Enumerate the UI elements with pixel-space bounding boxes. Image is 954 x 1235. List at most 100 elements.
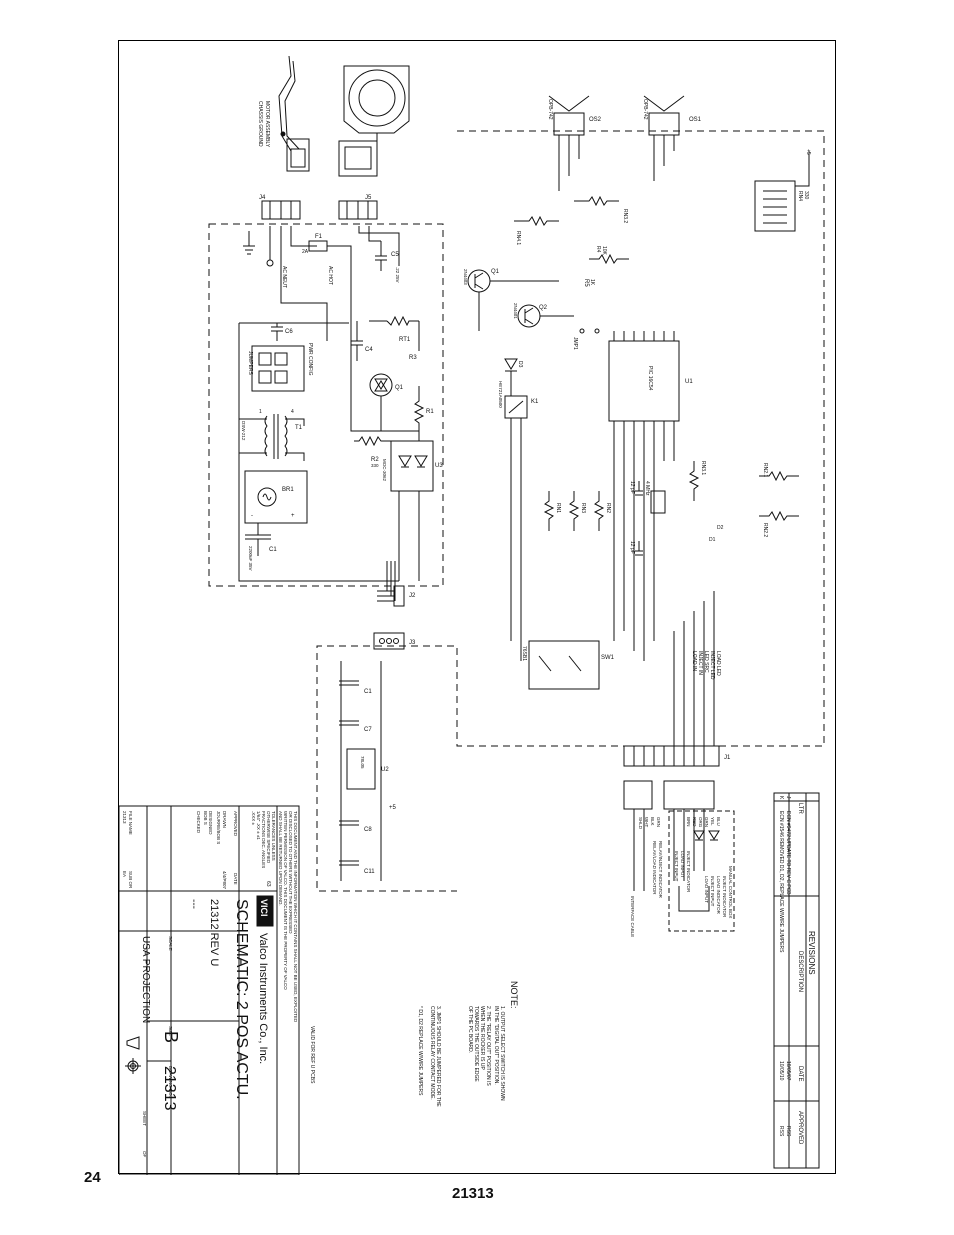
svg-text:21312 REV U: 21312 REV U (208, 899, 220, 966)
svg-text:JUMPERS: JUMPERS (247, 351, 253, 376)
resistors-r1-r2: R1 R2 330 (354, 386, 434, 468)
svg-text:SIZE: SIZE (168, 1026, 173, 1036)
svg-text:WHEN THE ROCKER IS UP: WHEN THE ROCKER IS UP (479, 1006, 485, 1070)
lower-resistors: RN4.1 RN3.2 R4 10K (514, 195, 629, 265)
svg-text:OS2: OS2 (589, 117, 602, 123)
svg-text:1. OUTPUT SELECT SWITCH IS SH: 1. OUTPUT SELECT SWITCH IS SHOWN (499, 1006, 505, 1101)
motor-assembly: MOTOR ASSEMBLY CHASSIS GROUND (257, 55, 310, 172)
svg-text:CHASSIS GROUND: CHASSIS GROUND (257, 101, 263, 147)
svg-text:* D1, D2 REPLACE W/WIRE JUMP: * D1, D2 REPLACE W/WIRE JUMPERS (417, 1006, 423, 1096)
connector-j4: J4 (259, 195, 301, 220)
power-config-jumpers: PWR CONFIG JUMPERS (247, 343, 313, 392)
svg-text:AND SHALL BE RETURNED UPON DEM: AND SHALL BE RETURNED UPON DEMAND. (278, 811, 283, 906)
svg-text:U3: U3 (435, 463, 443, 469)
svg-text:BR1: BR1 (282, 487, 294, 493)
svg-text:LOAD LED: LOAD LED (715, 651, 721, 676)
svg-text:MANUAL CONTROL BOX: MANUAL CONTROL BOX (728, 866, 733, 918)
svg-text:4 MHz: 4 MHz (644, 481, 650, 496)
svg-text:K1: K1 (531, 399, 539, 405)
resistor-networks: RN1 RN3 RN2 RN3.1 RN2.1 RN2.2 D1 D2 (543, 461, 799, 543)
svg-text:GRN: GRN (704, 817, 709, 827)
svg-text:RELAY/INJECT INDICATOR: RELAY/INJECT INDICATOR (658, 841, 663, 899)
svg-text:J4: J4 (259, 195, 266, 201)
svg-text:SHLD: SHLD (638, 817, 643, 830)
svg-text:1: 1 (259, 409, 262, 415)
svg-text:2. THE "RELAY OUT" POSITION I: 2. THE "RELAY OUT" POSITION IS (485, 1006, 491, 1086)
svg-text:J1: J1 (724, 755, 731, 761)
svg-text:VALID FOR REF U PCBS: VALID FOR REF U PCBS (309, 1026, 315, 1084)
svg-text:R2: R2 (371, 457, 379, 463)
svg-text:LOAD INPUT: LOAD INPUT (704, 876, 709, 903)
svg-text:D2: D2 (717, 525, 724, 531)
svg-text:J5: J5 (365, 195, 372, 201)
svg-text:RN2.2: RN2.2 (762, 523, 768, 537)
svg-text:MOTOR ASSEMBLY: MOTOR ASSEMBLY (264, 101, 270, 148)
svg-text:PWR CONFIG: PWR CONFIG (307, 343, 313, 376)
svg-text:OF: OF (142, 1151, 147, 1158)
svg-text:SUB OR: SUB OR (128, 871, 133, 889)
svg-text:Valco Instruments Co., Inc.: Valco Instruments Co., Inc. (257, 933, 269, 1064)
optical-switch-os2: OS2 OPB-742 (547, 95, 602, 191)
svg-text:REVISIONS: REVISIONS (807, 931, 816, 975)
svg-text:JDURRE/BOB S: JDURRE/BOB S (216, 811, 221, 844)
svg-text:1/64" .XX ± ±1: 1/64" .XX ± ±1 (256, 811, 261, 840)
svg-text:78L05: 78L05 (360, 756, 365, 769)
svg-text:D1: D1 (709, 537, 716, 543)
svg-text:AC NEUT: AC NEUT (281, 266, 287, 288)
svg-text:RN3.2: RN3.2 (622, 209, 628, 223)
svg-text:12 pF: 12 pF (629, 541, 635, 554)
svg-text:Q1: Q1 (395, 385, 404, 391)
svg-text:21313: 21313 (122, 811, 127, 824)
crystal-oscillator: 4 MHz 12 pF 12 pF (629, 481, 666, 556)
svg-text:DATE: DATE (797, 1066, 803, 1082)
svg-text:INJECT IN: INJECT IN (697, 651, 703, 675)
svg-text:12 pF: 12 pF (629, 481, 635, 494)
svg-text:C5: C5 (391, 252, 399, 258)
jumper-jmp1: JMP1 R5 1K (572, 279, 600, 350)
svg-text:OF THE PC BOARD.: OF THE PC BOARD. (467, 1006, 473, 1053)
interface-signal-labels: MANUAL CONTROL BOX INJECT INDICATOR LOAD… (630, 841, 733, 937)
svg-text:JMP1: JMP1 (572, 337, 578, 350)
svg-text:R1: R1 (426, 409, 434, 415)
svg-text:R4: R4 (595, 246, 601, 253)
svg-text:INJECT LED: INJECT LED (709, 651, 715, 680)
actuator-motor (338, 65, 410, 177)
svg-text:10K: 10K (601, 246, 607, 256)
svg-text:SCHEMATIC: 2 POS ACTU.: SCHEMATIC: 2 POS ACTU. (233, 899, 250, 1100)
resistor-network-rn4: RN4 330 +5 (754, 149, 811, 232)
revisions-table: REVISIONS LTR DESCRIPTION DATE APPROVED … (773, 792, 820, 1169)
svg-text:330: 330 (371, 463, 379, 468)
svg-text:D3: D3 (517, 361, 523, 368)
manual-control-box (668, 810, 735, 932)
svg-text:DRAWN: DRAWN (222, 811, 227, 828)
connector-j3: J3 (373, 632, 416, 650)
svg-text:INJECT INPUT: INJECT INPUT (674, 851, 679, 882)
svg-text:R3: R3 (409, 355, 417, 361)
svg-text:OPB-742: OPB-742 (547, 99, 553, 120)
svg-text:INTERFACE CABLE: INTERFACE CABLE (630, 896, 635, 937)
svg-text:+5: +5 (389, 805, 397, 811)
svg-text:MOC-3062: MOC-3062 (382, 459, 387, 482)
svg-text:330: 330 (803, 191, 809, 200)
svg-text:ECN #1546 REMOVED D1, D2, REPL: ECN #1546 REMOVED D1, D2, REPLACE W/WIRE… (778, 811, 784, 953)
svg-text:DATE: DATE (233, 873, 238, 885)
svg-text:RN2: RN2 (605, 503, 611, 513)
transistor-q2: Q2 2N4401 (513, 303, 574, 328)
svg-text:RN2.1: RN2.1 (762, 463, 768, 477)
svg-text:F1: F1 (315, 234, 323, 240)
svg-text:+: + (291, 513, 295, 519)
svg-text:4: 4 (291, 409, 294, 415)
schematic-sheet: MOTOR ASSEMBLY CHASSIS GROUND J4 J5 (118, 40, 836, 1175)
svg-text:OTHERWISE SPECIFIED: OTHERWISE SPECIFIED (266, 811, 271, 864)
svg-text:C7: C7 (364, 727, 372, 733)
microcontroller-u1: U1 PIC 16C54 (608, 331, 693, 661)
svg-text:RT1: RT1 (399, 337, 411, 343)
svg-text:J3: J3 (409, 640, 416, 646)
svg-text:HE721A0500: HE721A0500 (498, 381, 503, 408)
svg-text:RN4.1: RN4.1 (515, 231, 521, 245)
svg-text:Q1: Q1 (491, 269, 500, 275)
svg-text:RSS: RSS (785, 1126, 791, 1137)
svg-text:ECN #9472 UPDATE TO REV C PCB: ECN #9472 UPDATE TO REV C PCB (785, 811, 791, 895)
svg-text:2200uF 35V: 2200uF 35V (248, 546, 253, 571)
power-wiring: F1 2A C5 .22 25V AC HOT AC NEUT C6 (238, 226, 400, 582)
